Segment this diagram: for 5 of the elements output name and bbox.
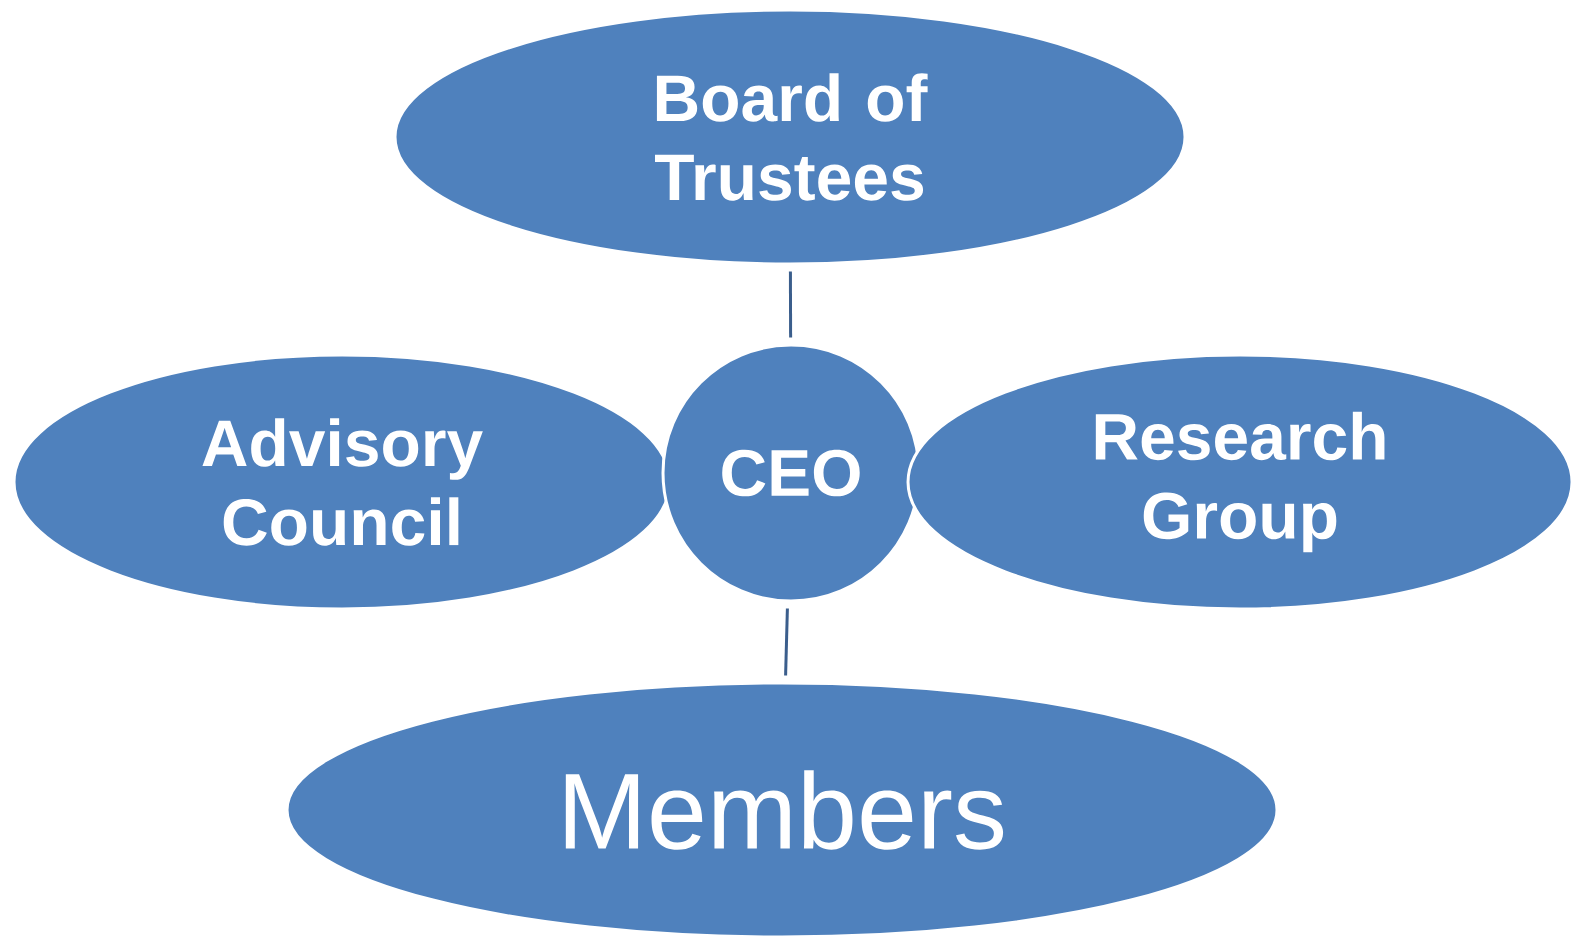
connector-line — [788, 271, 793, 338]
connector-line — [784, 608, 789, 676]
ellipse-node: Members — [285, 681, 1279, 939]
circle-node: CEO — [661, 343, 921, 603]
ellipse-node: Board of Trustees — [393, 8, 1187, 266]
